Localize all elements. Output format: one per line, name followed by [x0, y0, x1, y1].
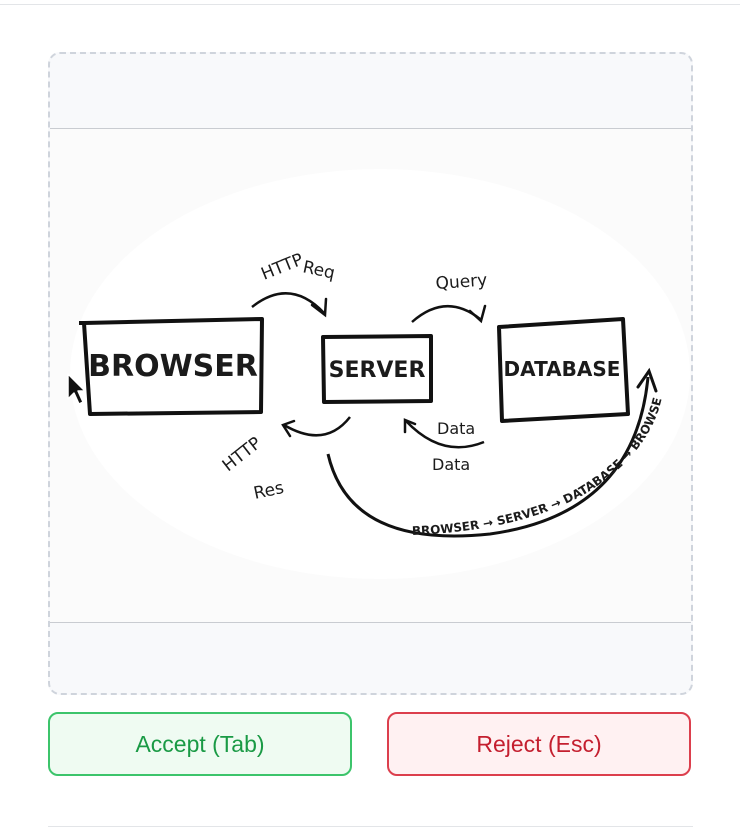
image-preview-frame: BROWSER SERVER DATABASE HTTP Req Query [48, 52, 693, 695]
data-label-2: Data [432, 455, 470, 474]
data-label-1: Data [437, 419, 475, 438]
server-box [321, 334, 433, 404]
flow-loop-arrowhead [636, 367, 658, 393]
data-arrow [405, 420, 485, 449]
database-box [497, 317, 630, 423]
query-label: Query [435, 270, 488, 294]
server-node-label: SERVER [329, 358, 426, 383]
mouse-pointer-icon [67, 373, 86, 405]
bottom-divider [48, 826, 693, 827]
reject-button-label: Reject (Esc) [476, 730, 602, 757]
http-res-arrow [283, 416, 351, 437]
reject-button[interactable]: Reject (Esc) [387, 712, 691, 776]
http-res-arrowhead [281, 419, 296, 438]
accept-button-label: Accept (Tab) [135, 730, 265, 757]
diagram-image: BROWSER SERVER DATABASE HTTP Req Query [50, 128, 691, 623]
top-divider [0, 4, 740, 5]
architecture-sketch: BROWSER SERVER DATABASE HTTP Req Query [50, 129, 690, 579]
browser-node-label: BROWSER [88, 349, 258, 384]
query-arrowhead [468, 304, 487, 324]
accept-button[interactable]: Accept (Tab) [48, 712, 352, 776]
browser-box [82, 317, 264, 416]
sketch-background [70, 169, 690, 579]
http-req-arrowhead [310, 297, 328, 318]
flow-loop-arrow [326, 376, 650, 538]
database-node-label: DATABASE [504, 357, 621, 381]
data-arrowhead [403, 418, 417, 434]
http-req-arrow [251, 292, 325, 314]
